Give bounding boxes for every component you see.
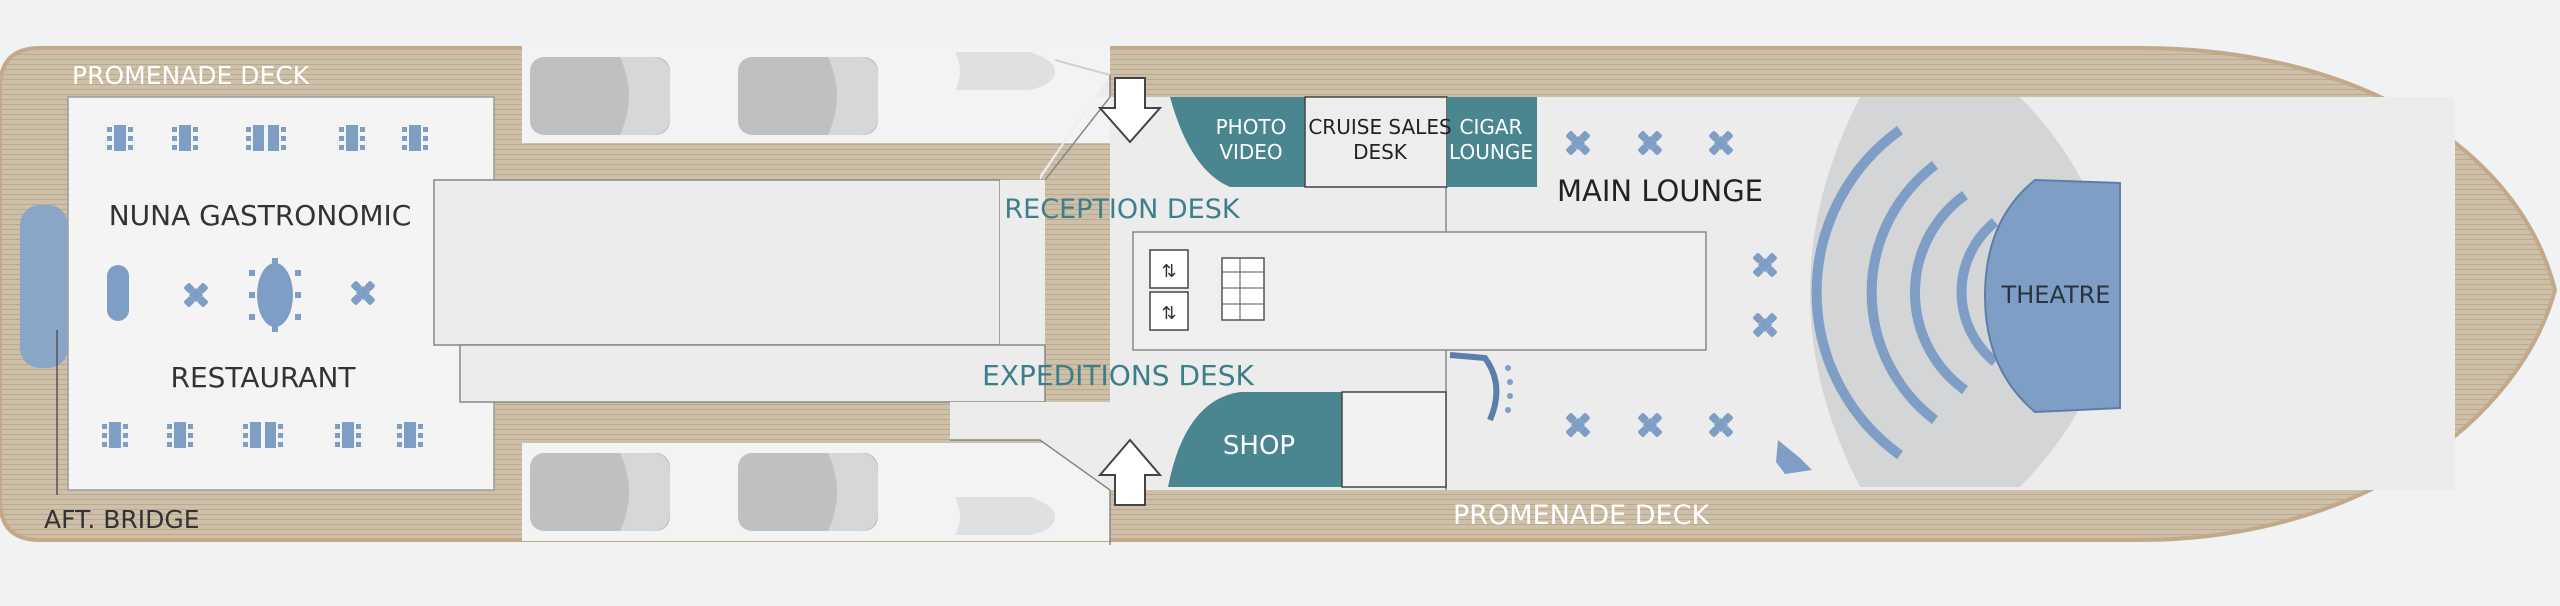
svg-text:⇅: ⇅ [1161, 303, 1176, 323]
restaurant-name-line2: RESTAURANT [170, 361, 356, 394]
dining-table-icon [102, 422, 128, 448]
theatre-stage [1983, 178, 2121, 414]
aft-bridge-label: AFT. BRIDGE [44, 505, 200, 534]
dining-table-icon [339, 125, 365, 151]
central-core [1132, 231, 1707, 351]
vehicle-icon [738, 453, 878, 531]
garage-top [522, 45, 1111, 143]
bench-icon [107, 265, 129, 321]
garage-bottom [522, 443, 1110, 541]
shop-label: SHOP [1223, 431, 1295, 461]
tender-boat-icon [955, 52, 1055, 90]
shop-room [1168, 392, 1342, 487]
stairs-icon [1221, 257, 1265, 321]
elevator-icon: ⇅ ⇅ [1149, 249, 1189, 331]
cruise-sales-label-line2: DESK [1353, 140, 1408, 164]
reception-desk-label: RECEPTION DESK [1004, 194, 1240, 225]
dining-table-icon [402, 125, 428, 151]
cruise-sales-desk-room [1304, 96, 1448, 188]
cigar-lounge-room [1447, 97, 1537, 187]
cruise-sales-label-line1: CRUISE SALES [1308, 115, 1451, 139]
arrow-up-icon [1097, 438, 1163, 506]
lounge-chairs [1449, 130, 1812, 474]
dining-table-icon [167, 422, 193, 448]
restaurant-name-line1: NUNA GASTRONOMIC [109, 199, 412, 232]
dining-table-icon [172, 125, 198, 151]
tender-boat-icon [955, 497, 1055, 535]
dining-table-icon [107, 125, 133, 151]
piano-icon [1776, 440, 1812, 474]
photo-label-line2: VIDEO [1219, 140, 1282, 164]
cigar-label-line2: LOUNGE [1449, 140, 1533, 164]
arrow-down-icon [1097, 77, 1163, 144]
dining-table-icon [397, 422, 423, 448]
vehicle-icon [530, 453, 670, 531]
round-table-icon [249, 258, 301, 332]
promenade-deck-label-bottom: PROMENADE DECK [1453, 500, 1710, 531]
promenade-deck-label-top: PROMENADE DECK [72, 61, 310, 90]
vehicle-icon [530, 57, 670, 135]
bar-counter-icon [1449, 352, 1500, 422]
dining-tables [102, 125, 428, 448]
expeditions-desk-label: EXPEDITIONS DESK [982, 359, 1254, 392]
main-lounge-label: MAIN LOUNGE [1557, 174, 1763, 208]
aft-tender-bay [20, 205, 68, 368]
theatre-area [1810, 97, 2121, 487]
shop-storage [1341, 391, 1447, 488]
photo-label-line1: PHOTO [1216, 115, 1287, 139]
photo-video-room [1170, 97, 1305, 187]
cigar-label-line1: CIGAR [1460, 115, 1523, 139]
vehicle-icon [738, 57, 878, 135]
theatre-label: THEATRE [2001, 281, 2111, 309]
svg-text:⇅: ⇅ [1161, 261, 1176, 281]
dining-table-icon [335, 422, 361, 448]
